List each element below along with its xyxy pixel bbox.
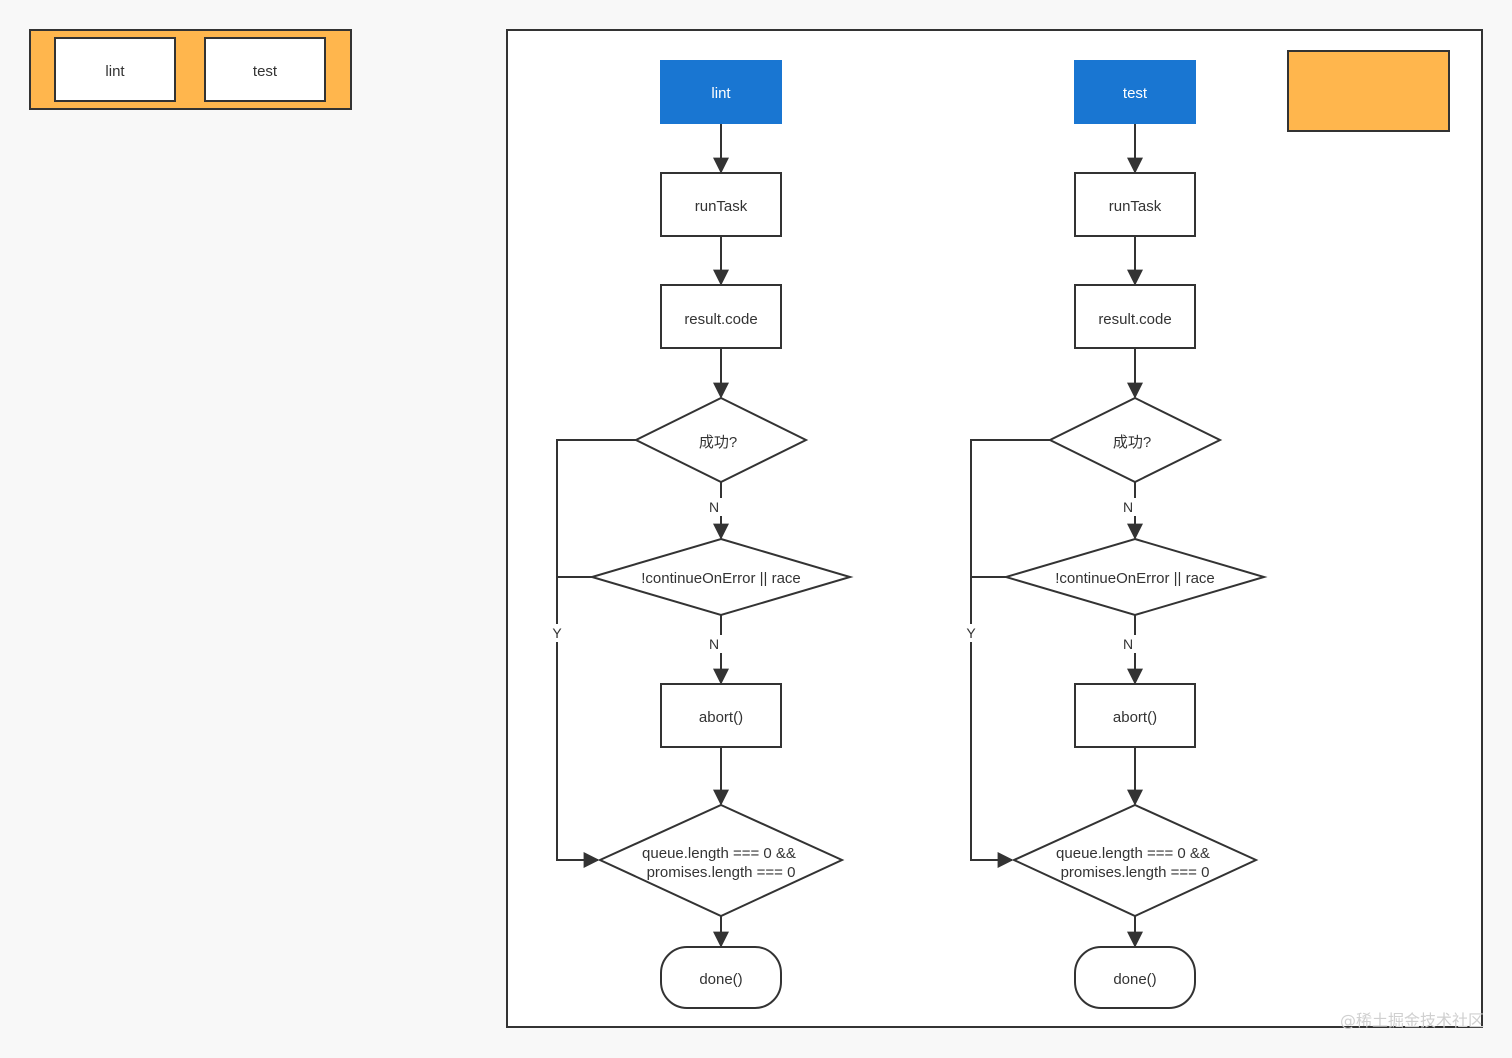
edge-label-bg xyxy=(963,624,979,642)
edge-success-yes xyxy=(556,439,636,868)
start-node-test xyxy=(1074,60,1196,124)
watermark-text: @稀土掘金技术社区 xyxy=(1340,1011,1484,1030)
accent-box xyxy=(1287,50,1450,132)
edge-label-bg xyxy=(549,624,565,642)
legend-item-test-label: test xyxy=(253,63,278,80)
edge-label-bg xyxy=(1120,635,1136,653)
edge-label-y: Y xyxy=(552,625,562,641)
abort-node-label: abort() xyxy=(699,709,743,726)
queue-decision-label-line1: queue.length === 0 && xyxy=(642,845,796,862)
queue-decision-label-line2: promises.length === 0 xyxy=(1061,864,1210,881)
edge-label-bg xyxy=(706,498,722,516)
abort-node xyxy=(660,683,782,748)
abort-node xyxy=(1074,683,1196,748)
queue-decision-label-line2: promises.length === 0 xyxy=(647,864,796,881)
edge-label-n2: N xyxy=(1123,636,1133,652)
edge-label-bg xyxy=(706,635,722,653)
legend-panel: lint test xyxy=(29,29,352,110)
continue-decision-label: !continueOnError || race xyxy=(641,570,801,587)
result-node xyxy=(1074,284,1196,349)
runtask-node xyxy=(660,172,782,237)
result-node-label: result.code xyxy=(1098,311,1171,328)
abort-node-label: abort() xyxy=(1113,709,1157,726)
runtask-node-label: runTask xyxy=(695,198,748,215)
legend-item-test xyxy=(204,37,326,102)
success-decision-label: 成功? xyxy=(699,434,737,451)
edge-label-bg xyxy=(1120,498,1136,516)
edge-label-y: Y xyxy=(966,625,976,641)
done-node xyxy=(660,946,782,1009)
success-decision-label: 成功? xyxy=(1113,434,1151,451)
start-node-lint-label: lint xyxy=(711,85,731,102)
result-node xyxy=(660,284,782,349)
done-node xyxy=(1074,946,1196,1009)
edge-label-n2: N xyxy=(709,636,719,652)
edge-label-n1: N xyxy=(1123,499,1133,515)
queue-decision-label-line1: queue.length === 0 && xyxy=(1056,845,1210,862)
start-node-test-label: test xyxy=(1123,85,1148,102)
legend-item-lint xyxy=(54,37,176,102)
done-node-label: done() xyxy=(1113,971,1156,988)
result-node-label: result.code xyxy=(684,311,757,328)
edge-label-n1: N xyxy=(709,499,719,515)
flow-test: test runTask result.code 成功? N !continue… xyxy=(963,60,1268,1009)
continue-decision-label: !continueOnError || race xyxy=(1055,570,1215,587)
start-node-lint xyxy=(660,60,782,124)
edge-success-yes xyxy=(970,439,1050,868)
flow-lint: lint runTask result.code 成功? N !continue… xyxy=(549,60,854,1009)
done-node-label: done() xyxy=(699,971,742,988)
legend-item-lint-label: lint xyxy=(105,63,125,80)
runtask-node-label: runTask xyxy=(1109,198,1162,215)
